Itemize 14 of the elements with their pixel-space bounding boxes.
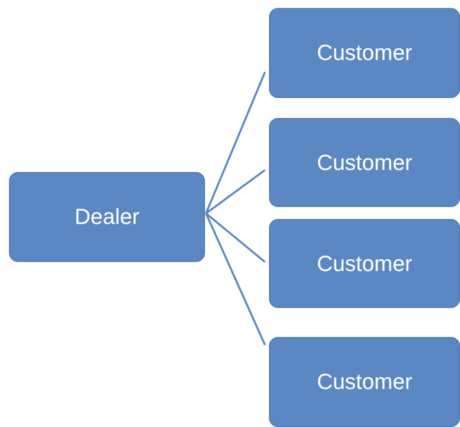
rounded-box: [269, 118, 460, 207]
rounded-box: [9, 172, 205, 262]
connector-line: [205, 72, 266, 214]
connector-line: [205, 212, 266, 263]
rounded-box: [269, 8, 460, 98]
connector-line: [205, 169, 266, 214]
connector-line: [205, 213, 266, 346]
rounded-box: [269, 219, 460, 308]
node-label: Dealer: [74, 204, 140, 230]
node-label: Customer: [316, 369, 412, 395]
node-label: Customer: [316, 40, 412, 66]
node-label: Customer: [316, 250, 412, 276]
node-label: Customer: [316, 150, 412, 176]
rounded-box: [269, 337, 460, 427]
